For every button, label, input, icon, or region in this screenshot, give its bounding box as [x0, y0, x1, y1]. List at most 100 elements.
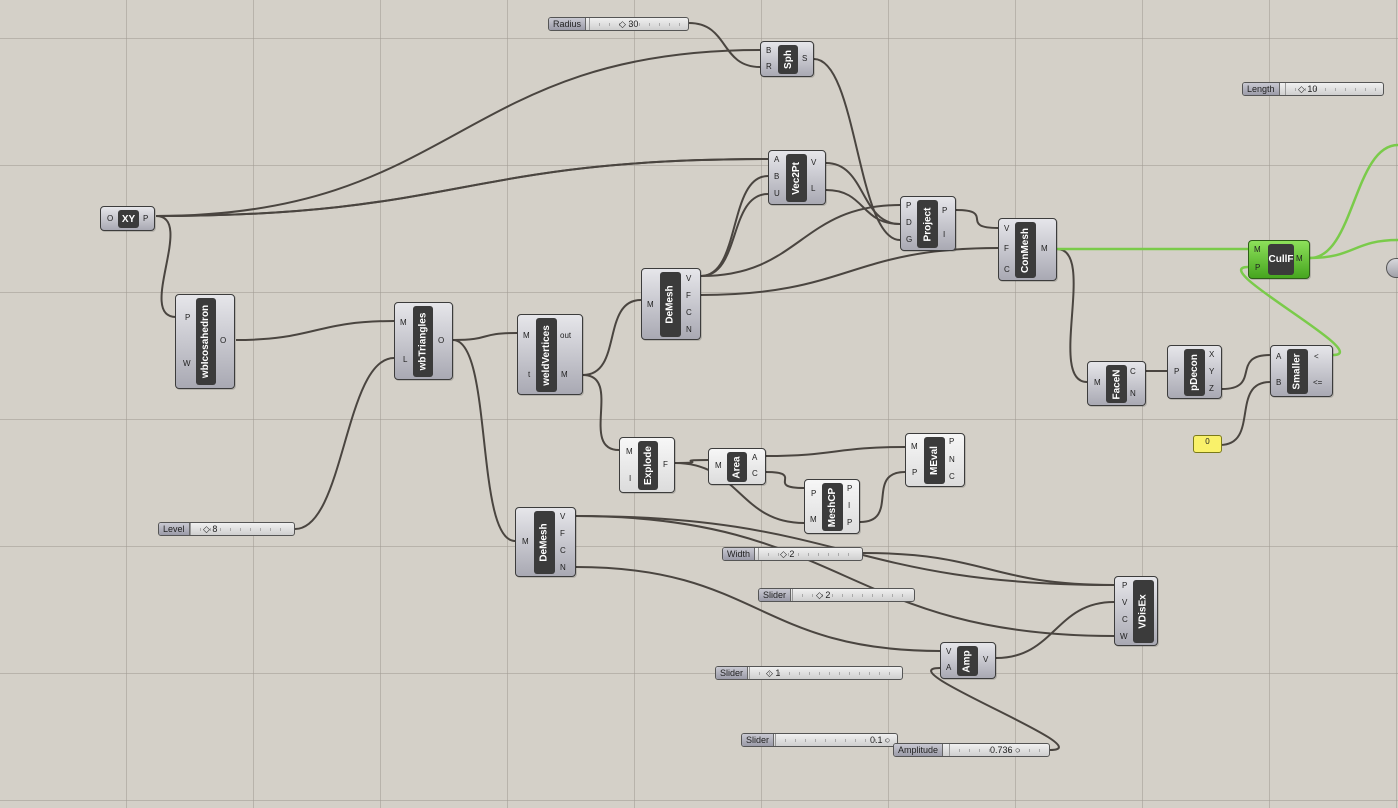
output-m[interactable]: M [561, 370, 568, 379]
vec2pt-component[interactable]: Vec2Pt A B U V L [768, 150, 826, 205]
input-m[interactable]: M [911, 442, 918, 451]
input-v[interactable]: V [946, 647, 952, 656]
slider-one[interactable]: Slider ◇ 1 [715, 666, 903, 680]
sph-component[interactable]: Sph B R S [760, 41, 814, 77]
output-p[interactable]: P [847, 484, 853, 493]
pdecon-component[interactable]: pDecon P X Y Z [1167, 345, 1222, 399]
input-m[interactable]: M [522, 537, 529, 546]
radius-slider[interactable]: Radius ◇ 30 [548, 17, 689, 31]
input-c[interactable]: C [1122, 615, 1128, 624]
cullf-component[interactable]: CullF M P M [1248, 240, 1310, 279]
output-p[interactable]: P [942, 206, 948, 215]
output-p2[interactable]: P [847, 518, 853, 527]
weldvertices-component[interactable]: weldVertices M t out M [517, 314, 583, 395]
input-p[interactable]: P [185, 313, 191, 322]
input-u[interactable]: U [774, 189, 780, 198]
input-a[interactable]: A [774, 155, 780, 164]
output-o[interactable]: O [438, 336, 445, 345]
input-o[interactable]: O [107, 214, 114, 223]
output-less[interactable]: < [1314, 352, 1319, 361]
explode-component[interactable]: Explode M I F [619, 437, 675, 493]
vdisex-component[interactable]: VDisEx P V C W [1114, 576, 1158, 646]
input-d[interactable]: D [906, 218, 912, 227]
input-m[interactable]: M [523, 331, 530, 340]
output-i[interactable]: I [943, 230, 946, 239]
output-p[interactable]: P [143, 214, 149, 223]
xy-component[interactable]: XY O P [100, 206, 155, 231]
output-v[interactable]: V [811, 158, 817, 167]
output-o[interactable]: O [220, 336, 227, 345]
output-n[interactable]: N [1130, 389, 1136, 398]
meshcp-component[interactable]: MeshCP P M P I P [804, 479, 860, 534]
zero-panel[interactable]: 0 [1193, 435, 1222, 453]
input-p[interactable]: P [906, 201, 912, 210]
input-w[interactable]: W [183, 359, 191, 368]
input-b[interactable]: B [1276, 378, 1282, 387]
output-p[interactable]: P [949, 437, 955, 446]
output-v[interactable]: V [560, 512, 566, 521]
offscreen-component-edge[interactable] [1386, 258, 1398, 278]
input-i[interactable]: I [629, 474, 632, 483]
output-f[interactable]: F [686, 291, 691, 300]
slider-track[interactable] [758, 548, 858, 560]
output-s[interactable]: S [802, 54, 808, 63]
input-p[interactable]: P [1255, 263, 1261, 272]
input-m[interactable]: M [1254, 245, 1261, 254]
input-a[interactable]: A [946, 663, 952, 672]
input-m[interactable]: M [647, 300, 654, 309]
amplitude-slider[interactable]: Amplitude 0.736 ○ [893, 743, 1050, 757]
output-a[interactable]: A [752, 453, 758, 462]
input-p[interactable]: P [811, 489, 817, 498]
output-f[interactable]: F [560, 529, 565, 538]
output-i[interactable]: I [848, 501, 851, 510]
output-less-equal[interactable]: <= [1313, 378, 1323, 387]
conmesh-component[interactable]: ConMesh V F C M [998, 218, 1057, 281]
input-m[interactable]: M [810, 515, 817, 524]
length-slider[interactable]: Length ◇ 10 [1242, 82, 1384, 96]
slider-track[interactable] [949, 744, 1045, 756]
amp-component[interactable]: Amp V A V [940, 642, 996, 679]
output-v[interactable]: V [686, 274, 692, 283]
output-y[interactable]: Y [1209, 367, 1215, 376]
input-m[interactable]: M [1094, 378, 1101, 387]
slider-track[interactable] [1285, 83, 1379, 95]
slider-track[interactable] [775, 734, 893, 746]
smaller-component[interactable]: Smaller A B < <= [1270, 345, 1333, 397]
input-a[interactable]: A [1276, 352, 1282, 361]
input-t[interactable]: t [528, 370, 531, 379]
output-n[interactable]: N [560, 563, 566, 572]
output-out[interactable]: out [560, 331, 572, 340]
input-c[interactable]: C [1004, 265, 1010, 274]
input-m[interactable]: M [400, 318, 407, 327]
width-slider[interactable]: Width ◇ 2 [722, 547, 863, 561]
slider-track[interactable] [589, 18, 684, 30]
slider-track[interactable] [749, 667, 898, 679]
output-x[interactable]: X [1209, 350, 1215, 359]
input-p[interactable]: P [1122, 581, 1128, 590]
output-z[interactable]: Z [1209, 384, 1214, 393]
input-p[interactable]: P [1174, 367, 1180, 376]
output-c[interactable]: C [752, 469, 758, 478]
output-c[interactable]: C [560, 546, 566, 555]
input-l[interactable]: L [403, 355, 408, 364]
output-m[interactable]: M [1041, 244, 1048, 253]
input-p[interactable]: P [912, 468, 918, 477]
slider-track[interactable] [190, 523, 290, 535]
area-component[interactable]: Area M A C [708, 448, 766, 485]
wbicosahedron-component[interactable]: wbIcosahedron P W O [175, 294, 235, 389]
input-v[interactable]: V [1122, 598, 1128, 607]
output-c[interactable]: C [949, 472, 955, 481]
facen-component[interactable]: FaceN M C N [1087, 361, 1146, 406]
output-n[interactable]: N [949, 455, 955, 464]
meval-component[interactable]: MEval M P P N C [905, 433, 965, 487]
demesh-component-bottom[interactable]: DeMesh M V F C N [515, 507, 576, 577]
wbtriangles-component[interactable]: wbTriangles M L O [394, 302, 453, 380]
output-f[interactable]: F [663, 460, 668, 469]
input-r[interactable]: R [766, 62, 772, 71]
slider-two[interactable]: Slider ◇ 2 [758, 588, 915, 602]
demesh-component-top[interactable]: DeMesh M V F C N [641, 268, 701, 340]
output-v[interactable]: V [983, 655, 989, 664]
input-f[interactable]: F [1004, 244, 1009, 253]
input-m[interactable]: M [715, 461, 722, 470]
slider-point-one[interactable]: Slider 0.1 ○ [741, 733, 898, 747]
